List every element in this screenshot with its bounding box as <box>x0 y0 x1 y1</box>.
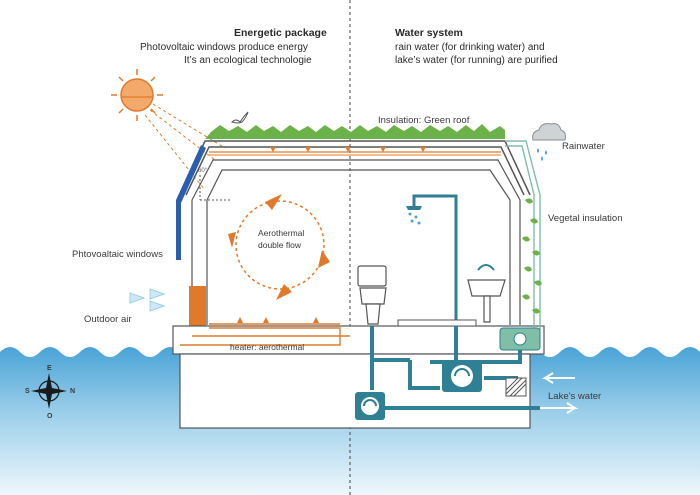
lake-water-arrows <box>540 372 579 414</box>
heater-arrows <box>237 317 319 323</box>
label-green-roof: Insulation: Green roof <box>378 115 470 126</box>
water-title: Water system <box>395 27 463 39</box>
heater-pipes <box>180 323 350 346</box>
bird-icon <box>231 111 249 124</box>
shower-tray <box>397 319 477 327</box>
vegetal-vine <box>522 198 542 314</box>
toilet-icon <box>357 265 387 325</box>
label-vegetal: Vegetal insulation <box>548 213 622 224</box>
compass-s: S <box>25 388 30 395</box>
energy-line-1: Photovoltaic windows produce energy <box>140 42 308 53</box>
filter-unit-main <box>442 360 482 392</box>
heat-storage <box>189 286 206 326</box>
inner-walls <box>191 159 521 325</box>
filter-grid <box>505 377 527 397</box>
outdoor-air-arrows <box>129 288 166 312</box>
label-aero-1: Aerothermal <box>258 228 304 238</box>
label-heater: heater: aerothermal <box>230 342 304 352</box>
angle-label: 60° <box>198 168 208 174</box>
label-pv-windows: Phtovoaltaic windows <box>72 249 163 260</box>
filter-unit-lake <box>355 392 385 420</box>
label-lakes-water: Lake’s water <box>548 391 601 402</box>
label-rainwater: Rainwater <box>562 141 605 152</box>
rain-tank <box>499 327 541 351</box>
compass-n: N <box>70 388 75 395</box>
energy-line-2: It’s an ecological technologie <box>184 55 312 66</box>
aerothermal-cycle <box>235 200 325 290</box>
sun-icon <box>111 69 163 121</box>
house-shell <box>179 140 531 196</box>
sink-icon <box>467 264 506 323</box>
compass-o: O <box>47 413 53 420</box>
label-filter: Filter <box>452 393 471 403</box>
cloud-icon <box>532 123 566 161</box>
energy-title: Energetic package <box>234 27 327 39</box>
gutter-pipe <box>505 140 541 330</box>
label-aero-2: double flow <box>258 240 302 250</box>
green-roof <box>205 124 505 139</box>
pv-window <box>176 145 230 260</box>
compass-icon <box>31 373 67 409</box>
label-outdoor-air: Outdoor air <box>84 314 132 325</box>
water-line-2: lake’s water (for running) are purified <box>395 55 558 66</box>
water-line-1: rain water (for drinking water) and <box>395 42 545 53</box>
aerothermal-arrows <box>228 194 330 300</box>
shower-icon <box>406 194 458 326</box>
roof-insulation <box>209 147 501 156</box>
compass-e: E <box>47 365 52 372</box>
